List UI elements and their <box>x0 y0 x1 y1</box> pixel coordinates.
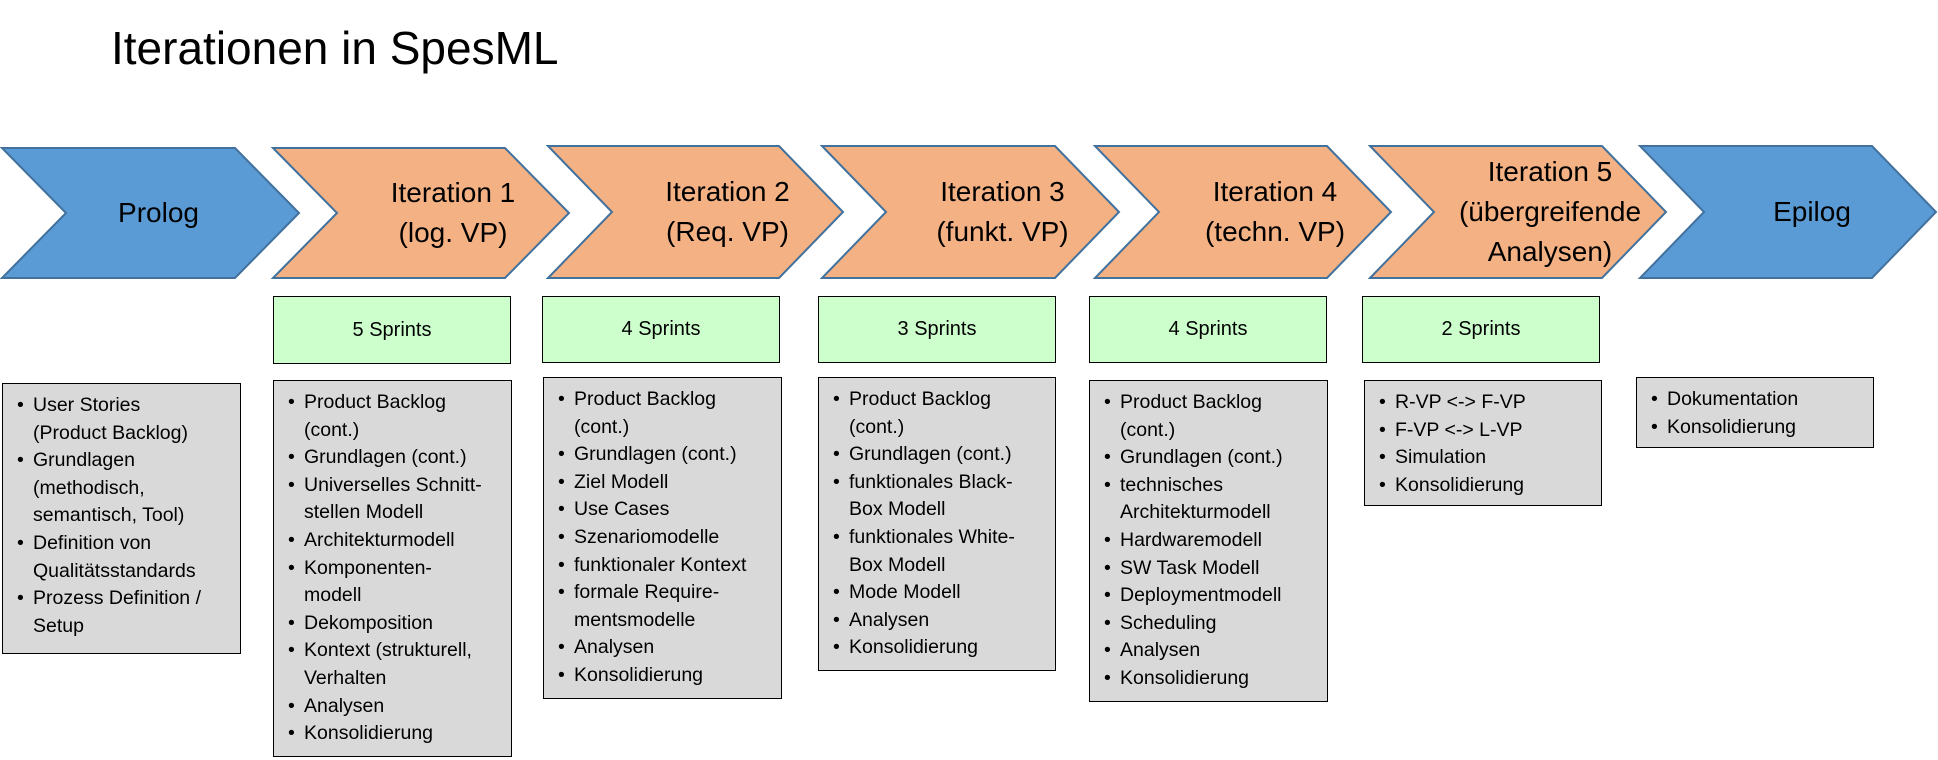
list-item: Grundlagen (cont.) <box>825 441 1049 469</box>
phase-task-list: DokumentationKonsolidierung <box>1636 377 1874 448</box>
list-item: Deploymentmodell <box>1096 582 1321 610</box>
list-item: Konsolidierung <box>1643 414 1867 442</box>
list-item: Konsolidierung <box>1371 472 1595 500</box>
list-item: funktionales White- Box Modell <box>825 524 1049 579</box>
phase-task-list: Product Backlog (cont.) Grundlagen (cont… <box>273 380 512 757</box>
list-item: Komponenten- modell <box>280 555 505 610</box>
phase-chevron <box>545 145 845 279</box>
list-item: Simulation <box>1371 444 1595 472</box>
list-item: Kontext (strukturell, Verhalten <box>280 637 505 692</box>
list-item: Dekomposition <box>280 610 505 638</box>
list-item: Analysen <box>1096 637 1321 665</box>
phase-chevrons <box>0 145 1938 279</box>
list-item: Ziel Modell <box>550 469 775 497</box>
list-item: funktionales Black- Box Modell <box>825 469 1049 524</box>
list-item: Grundlagen (methodisch, semantisch, Tool… <box>9 447 234 530</box>
list-item: Szenariomodelle <box>550 524 775 552</box>
list-item: Product Backlog (cont.) <box>1096 389 1321 444</box>
list-item: User Stories (Product Backlog) <box>9 392 234 447</box>
sprint-count-box: 3 Sprints <box>818 296 1056 363</box>
list-item: Konsolidierung <box>1096 665 1321 693</box>
phase-label: Epilog <box>1773 196 1851 227</box>
list-item: Konsolidierung <box>550 662 775 690</box>
list-item: Product Backlog (cont.) <box>280 389 505 444</box>
list-item: Product Backlog (cont.) <box>825 386 1049 441</box>
phase-label: Iteration 3 (funkt. VP) <box>936 176 1069 247</box>
list-item: technisches Architekturmodell <box>1096 472 1321 527</box>
phase-task-list: User Stories (Product Backlog)Grundlagen… <box>2 383 241 654</box>
list-item: Scheduling <box>1096 610 1321 638</box>
phase-chevron <box>1637 145 1938 279</box>
phase-chevron <box>1367 145 1668 279</box>
list-item: Mode Modell <box>825 579 1049 607</box>
phase-chevron <box>1092 145 1393 279</box>
phase-label: Prolog <box>118 197 199 228</box>
diagram-title: Iterationen in SpesML <box>111 22 559 74</box>
phase-label: Iteration 5 (übergreifende Analysen) <box>1458 156 1642 267</box>
list-item: Analysen <box>280 693 505 721</box>
sprint-count-box: 5 Sprints <box>273 296 511 364</box>
list-item: Universelles Schnitt- stellen Modell <box>280 472 505 527</box>
phase-task-list: Product Backlog (cont.)Grundlagen (cont.… <box>1089 380 1328 702</box>
phase-label: Iteration 4 (techn. VP) <box>1204 176 1346 247</box>
list-item: Definition von Qualitätsstandards <box>9 530 234 585</box>
list-item: Analysen <box>825 607 1049 635</box>
list-item: Konsolidierung <box>825 634 1049 662</box>
phase-task-list: Product Backlog (cont.)Grundlagen (cont.… <box>543 377 782 699</box>
sprint-count-box: 4 Sprints <box>1089 296 1327 363</box>
phase-task-list: R-VP <-> F-VPF-VP <-> L-VPSimulationKons… <box>1364 380 1602 506</box>
list-item: Analysen <box>550 634 775 662</box>
list-item: formale Require- mentsmodelle <box>550 579 775 634</box>
list-item: Architekturmodell <box>280 527 505 555</box>
list-item: F-VP <-> L-VP <box>1371 417 1595 445</box>
list-item: Prozess Definition / Setup <box>9 585 234 640</box>
phase-label: Iteration 2 (Req. VP) <box>665 176 790 247</box>
phase-chevron <box>819 145 1121 279</box>
list-item: Dokumentation <box>1643 386 1867 414</box>
phase-chevron <box>270 147 571 279</box>
list-item: Product Backlog (cont.) <box>550 386 775 441</box>
list-item: SW Task Modell <box>1096 555 1321 583</box>
sprint-count-box: 2 Sprints <box>1362 296 1600 363</box>
list-item: Grundlagen (cont.) <box>1096 444 1321 472</box>
list-item: R-VP <-> F-VP <box>1371 389 1595 417</box>
phase-task-list: Product Backlog (cont.)Grundlagen (cont.… <box>818 377 1056 671</box>
phase-chevron <box>0 147 301 279</box>
list-item: Grundlagen (cont.) <box>280 444 505 472</box>
list-item: funktionaler Kontext <box>550 552 775 580</box>
list-item: Hardwaremodell <box>1096 527 1321 555</box>
sprint-count-box: 4 Sprints <box>542 296 780 363</box>
list-item: Konsolidierung <box>280 720 505 748</box>
phase-label: Iteration 1 (log. VP) <box>390 177 516 248</box>
list-item: Use Cases <box>550 496 775 524</box>
list-item: Grundlagen (cont.) <box>550 441 775 469</box>
